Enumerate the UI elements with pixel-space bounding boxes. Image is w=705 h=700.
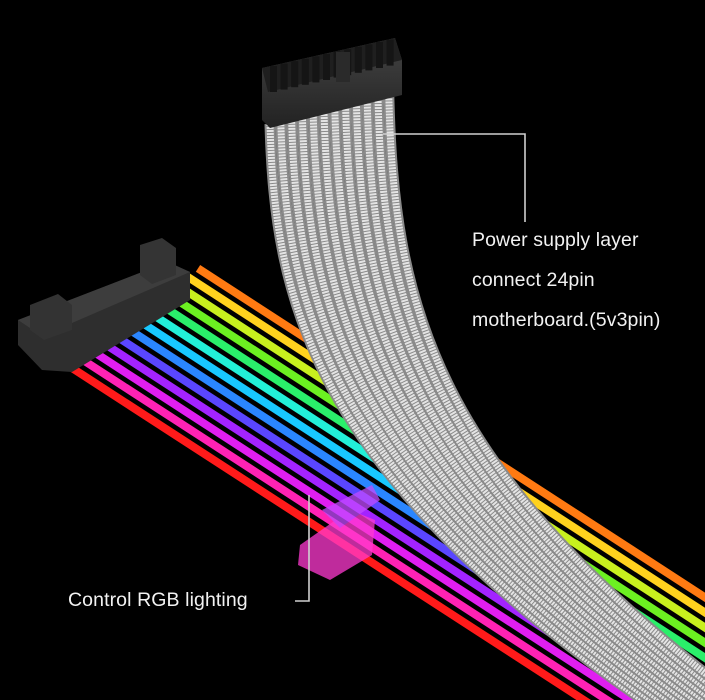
rgb-strip bbox=[90, 348, 638, 700]
sleeved-wire bbox=[309, 113, 685, 700]
power-sleeved-cables bbox=[264, 95, 705, 700]
sleeved-wire bbox=[385, 95, 705, 678]
sleeved-wire bbox=[298, 116, 676, 700]
rgb-callout-line bbox=[295, 495, 310, 602]
rgb-connector bbox=[18, 238, 190, 372]
power-supply-callout: Power supply layer connect 24pin motherb… bbox=[472, 220, 660, 340]
sleeved-wire bbox=[363, 100, 705, 692]
sleeved-wire bbox=[288, 118, 667, 700]
sleeved-wire bbox=[320, 110, 694, 700]
sleeved-wire bbox=[352, 103, 705, 698]
atx-24pin-connector bbox=[262, 38, 402, 128]
rgb-control-callout: Control RGB lighting bbox=[68, 589, 248, 611]
power-callout-line-2: connect 24pin bbox=[472, 269, 595, 291]
sleeved-wire bbox=[342, 105, 705, 700]
sleeved-wire bbox=[331, 108, 702, 700]
sleeved-wire bbox=[277, 121, 658, 700]
rgb-strip bbox=[80, 356, 615, 700]
sleeved-wire bbox=[374, 97, 705, 685]
rgb-strip bbox=[69, 364, 592, 700]
power-callout-line-3: motherboard.(5v3pin) bbox=[472, 309, 661, 331]
power-callout-line-1: Power supply layer bbox=[472, 229, 639, 251]
callout-lines bbox=[295, 133, 526, 602]
sleeved-wire bbox=[266, 123, 649, 700]
rgb-comb-clip bbox=[298, 485, 380, 580]
power-callout-line bbox=[383, 133, 526, 222]
